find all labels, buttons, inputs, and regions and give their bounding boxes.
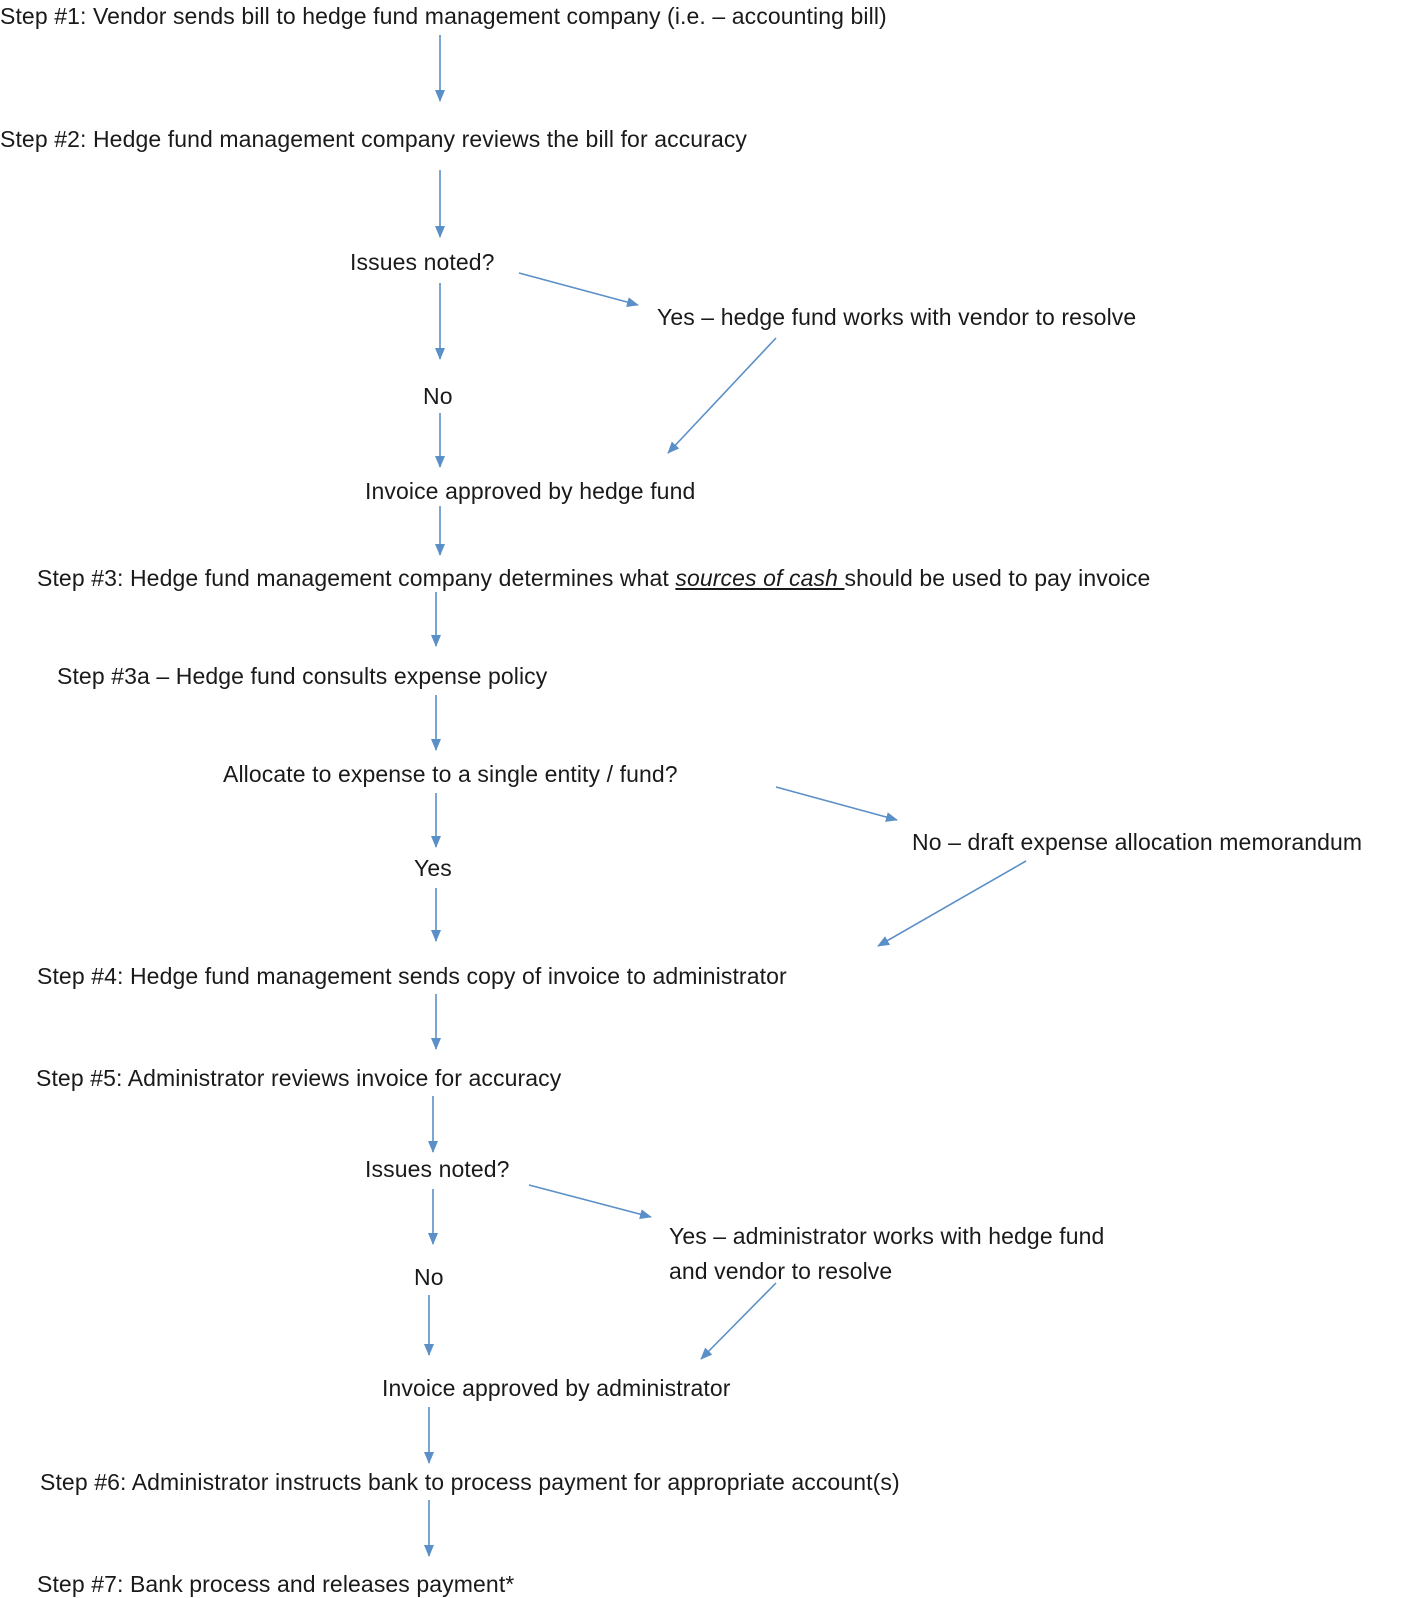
arrow-nomemo-to-step4 bbox=[877, 860, 1027, 947]
branch-no-1: No bbox=[423, 383, 453, 409]
invoice-approved-hedge-fund: Invoice approved by hedge fund bbox=[365, 478, 696, 504]
step-3-sources-of-cash: sources of cash bbox=[675, 565, 845, 591]
branch-no-draft-memorandum: No – draft expense allocation memorandum bbox=[912, 829, 1363, 855]
branch-no-2: No bbox=[414, 1264, 444, 1290]
branch-yes-administrator-resolve-line2: and vendor to resolve bbox=[669, 1258, 893, 1284]
step-4: Step #4: Hedge fund management sends cop… bbox=[37, 963, 787, 989]
branch-yes-2: Yes bbox=[414, 855, 452, 881]
step-2: Step #2: Hedge fund management company r… bbox=[0, 126, 748, 152]
decision-issues-noted-2: Issues noted? bbox=[365, 1156, 510, 1182]
arrow-issues2-to-yes3 bbox=[528, 1184, 652, 1220]
invoice-approved-administrator: Invoice approved by administrator bbox=[382, 1375, 731, 1401]
arrow-yes3-to-approved-admin bbox=[700, 1282, 777, 1360]
step-1: Step #1: Vendor sends bill to hedge fund… bbox=[0, 3, 887, 29]
branch-yes-hedge-fund-resolve: Yes – hedge fund works with vendor to re… bbox=[657, 304, 1137, 330]
arrow-yes1-to-approved bbox=[667, 337, 777, 454]
step-3a: Step #3a – Hedge fund consults expense p… bbox=[57, 663, 548, 689]
branch-yes-administrator-resolve-line1: Yes – administrator works with hedge fun… bbox=[669, 1223, 1105, 1249]
step-6: Step #6: Administrator instructs bank to… bbox=[40, 1469, 900, 1495]
arrow-issues1-to-yes1 bbox=[518, 272, 639, 307]
step-7: Step #7: Bank process and releases payme… bbox=[37, 1571, 515, 1597]
step-3-text-end: should be used to pay invoice bbox=[844, 565, 1151, 591]
step-3: Step #3: Hedge fund management company d… bbox=[37, 564, 1150, 592]
arrow-allocate-to-nomemo bbox=[775, 786, 898, 822]
step-3-text-start: Step #3: Hedge fund management company d… bbox=[37, 565, 676, 591]
step-5: Step #5: Administrator reviews invoice f… bbox=[36, 1065, 562, 1091]
decision-issues-noted-1: Issues noted? bbox=[350, 249, 495, 275]
decision-allocate-single-entity: Allocate to expense to a single entity /… bbox=[223, 761, 678, 787]
